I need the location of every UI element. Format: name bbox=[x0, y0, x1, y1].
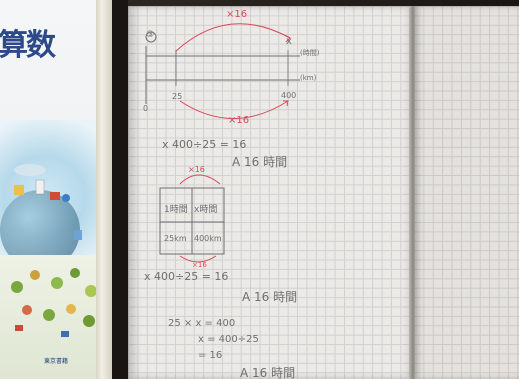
table-factor-label: ×16 bbox=[188, 165, 205, 174]
table-cell-2: x時間 bbox=[194, 205, 218, 215]
tick-zero-label: 0 bbox=[143, 104, 149, 113]
textbook-illustration-trees bbox=[11, 268, 97, 337]
notebook-fold bbox=[409, 6, 417, 379]
textbook-title: 算数 bbox=[0, 28, 56, 63]
bottom-factor-label: ×16 bbox=[228, 115, 250, 126]
notebook-page-left: ③ ×16 x (時間) (km) 0 25 400 ×16 x 400÷25 … bbox=[128, 6, 410, 379]
unit-time-label: (時間) bbox=[300, 49, 320, 57]
textbook-publisher: 東京書籍 bbox=[44, 358, 69, 365]
equation-line-3: 25 × x = 400 bbox=[168, 318, 236, 329]
table-factor-bottom-label: ×16 bbox=[192, 261, 207, 269]
table-cell-3: 25km bbox=[164, 234, 187, 243]
equation-line-5: = 16 bbox=[198, 350, 223, 361]
answer-line-2: A 16 時間 bbox=[242, 290, 298, 304]
textbook-cover: 算数 東京書籍 bbox=[0, 0, 112, 379]
textbook-spine bbox=[96, 0, 116, 379]
diagram-lines bbox=[145, 23, 300, 263]
x-label: x bbox=[286, 36, 292, 47]
unit-km-label: (km) bbox=[300, 74, 317, 82]
top-factor-label: ×16 bbox=[226, 9, 248, 20]
table-cell-1: 1時間 bbox=[164, 205, 188, 215]
equation-line-2: x 400÷25 = 16 bbox=[144, 270, 229, 283]
tick-25-label: 25 bbox=[172, 92, 183, 101]
equation-line-4: x = 400÷25 bbox=[198, 334, 259, 345]
tick-400-label: 400 bbox=[281, 91, 297, 100]
section-mark: ③ bbox=[146, 30, 155, 40]
textbook-illustration-details bbox=[14, 164, 82, 240]
answer-line-1: A 16 時間 bbox=[232, 155, 288, 169]
table-cell-4: 400km bbox=[194, 234, 222, 243]
equation-line-1: x 400÷25 = 16 bbox=[162, 138, 247, 151]
answer-line-3: A 16 時間 bbox=[240, 366, 296, 379]
notebook-page-right bbox=[414, 6, 519, 379]
shadow-gap bbox=[112, 0, 128, 379]
